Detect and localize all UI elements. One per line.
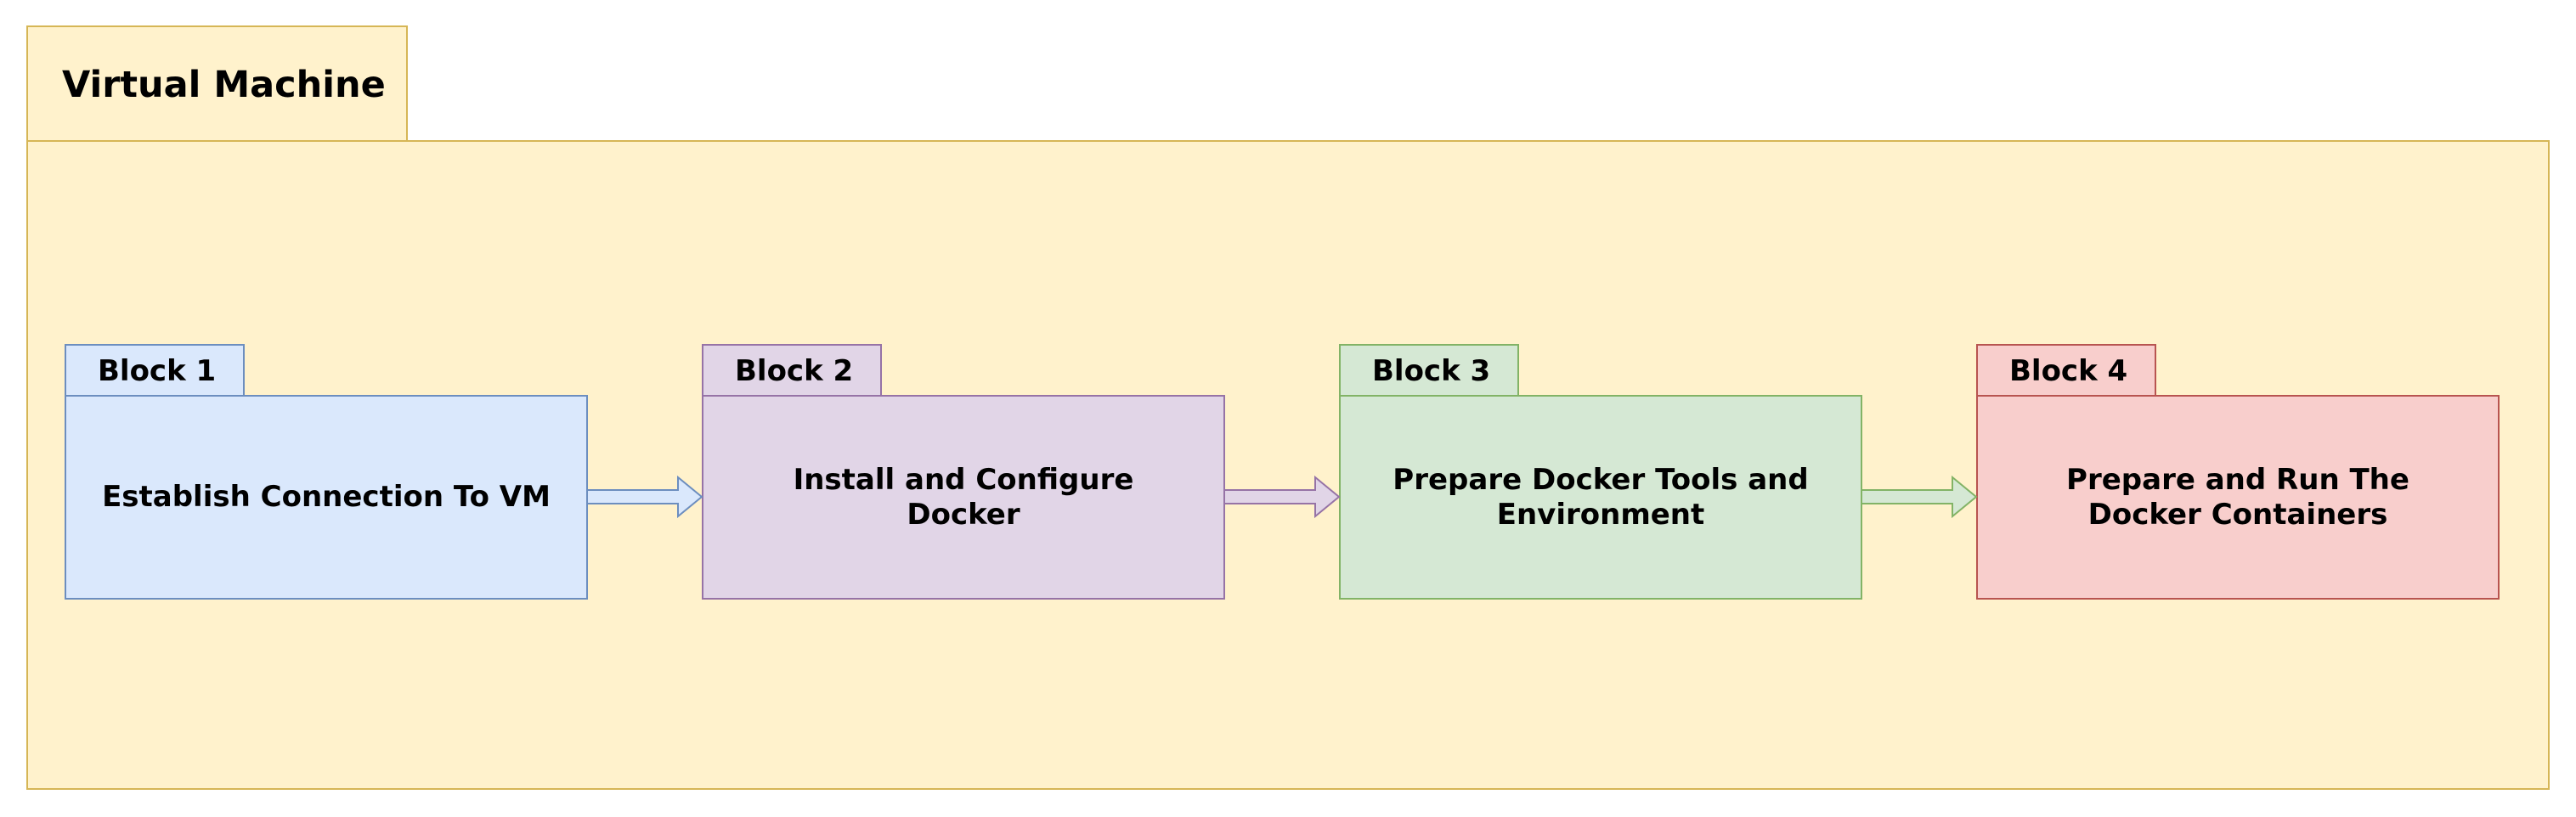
block-4-tab: Block 4 bbox=[1976, 344, 2156, 397]
arrow-block-1-to-2 bbox=[586, 475, 703, 519]
block-1-tab: Block 1 bbox=[65, 344, 245, 397]
block-3: Prepare Docker Tools and Environment bbox=[1339, 395, 1862, 600]
arrow-block-2-to-3 bbox=[1223, 475, 1341, 519]
block-2: Install and Configure Docker bbox=[702, 395, 1225, 600]
block-1: Establish Connection To VM bbox=[65, 395, 588, 600]
arrow-block-3-to-4 bbox=[1861, 475, 1978, 519]
vm-container-title: Virtual Machine bbox=[26, 25, 408, 142]
block-2-tab: Block 2 bbox=[702, 344, 882, 397]
block-4: Prepare and Run The Docker Containers bbox=[1976, 395, 2500, 600]
block-3-tab: Block 3 bbox=[1339, 344, 1519, 397]
